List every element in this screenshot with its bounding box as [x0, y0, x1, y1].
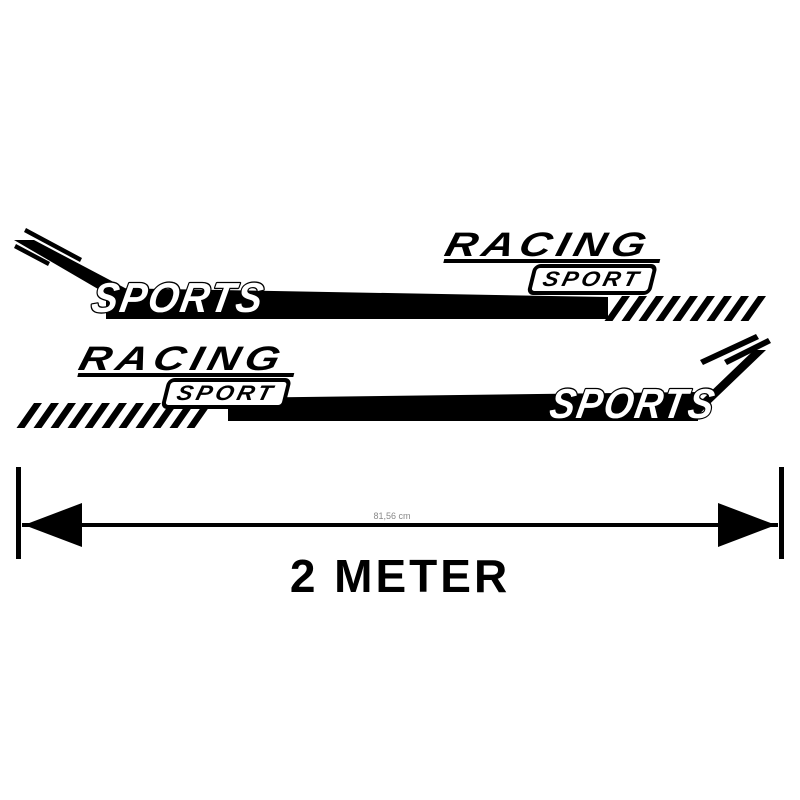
sports-wordmark-top: SPORTS [87, 273, 270, 322]
hatch-dash-icon [740, 296, 766, 321]
hatch-dash-icon [706, 296, 732, 321]
bottom-hatch-stripes [16, 403, 212, 428]
racing-logo-underline [77, 373, 295, 377]
hatch-dash-icon [621, 296, 647, 321]
hatch-dash-icon [169, 403, 195, 428]
hatch-dash-icon [101, 403, 127, 428]
hatch-dash-icon [604, 296, 630, 321]
hatch-dash-icon [655, 296, 681, 321]
top-hatch-stripes [604, 296, 766, 321]
decal-top: RACING SPORT SPORTS [14, 226, 766, 322]
sports-text: SPORTS [88, 274, 268, 321]
racing-logo-text: RACING [441, 226, 655, 263]
sport-logo-text: SPORT [174, 381, 278, 405]
hatch-dash-icon [689, 296, 715, 321]
hatch-dash-icon [186, 403, 212, 428]
hatch-dash-icon [118, 403, 144, 428]
minor-dimension-label: 81,56 cm [373, 511, 410, 521]
top-stripe-bar [106, 288, 608, 319]
dimension-line [22, 523, 778, 527]
sport-logo-text: SPORT [540, 267, 644, 291]
racing-sport-logo-bottom: RACING SPORT [75, 340, 295, 409]
top-stripe-diagonal [14, 240, 140, 296]
dimension-right-tick [779, 467, 784, 559]
sport-logo-box [527, 264, 657, 295]
bottom-stripe-diagonal [680, 350, 766, 421]
hatch-dash-icon [50, 403, 76, 428]
hatch-dash-icon [84, 403, 110, 428]
hatch-dash-icon [135, 403, 161, 428]
hatch-dash-icon [16, 403, 42, 428]
hatch-dash-icon [672, 296, 698, 321]
dimension-left-tick [16, 467, 21, 559]
sports-wordmark-bottom: SPORTS [545, 379, 721, 428]
sports-text: SPORTS [546, 380, 719, 427]
bottom-stripe-bar [228, 392, 698, 421]
bottom-corner-stripe-icon [700, 334, 759, 365]
sport-logo-box [161, 378, 291, 409]
hatch-dash-icon [67, 403, 93, 428]
hatch-dash-icon [33, 403, 59, 428]
top-corner-stripe-icon [24, 228, 82, 262]
hatch-dash-icon [638, 296, 664, 321]
hatch-dash-icon [152, 403, 178, 428]
dimension-annotation: 81,56 cm 2 METER [16, 467, 784, 602]
hatch-dash-icon [723, 296, 749, 321]
decal-bottom: RACING SPORT SPORTS [16, 334, 771, 428]
bottom-corner-stripe-icon [724, 338, 771, 365]
top-corner-stripe-icon [14, 244, 50, 266]
racing-sport-logo-top: RACING SPORT [441, 226, 661, 295]
arrow-left-icon [24, 503, 82, 547]
racing-logo-text: RACING [75, 340, 289, 377]
racing-logo-underline [443, 259, 661, 263]
length-label: 2 METER [290, 550, 510, 602]
arrow-right-icon [718, 503, 776, 547]
